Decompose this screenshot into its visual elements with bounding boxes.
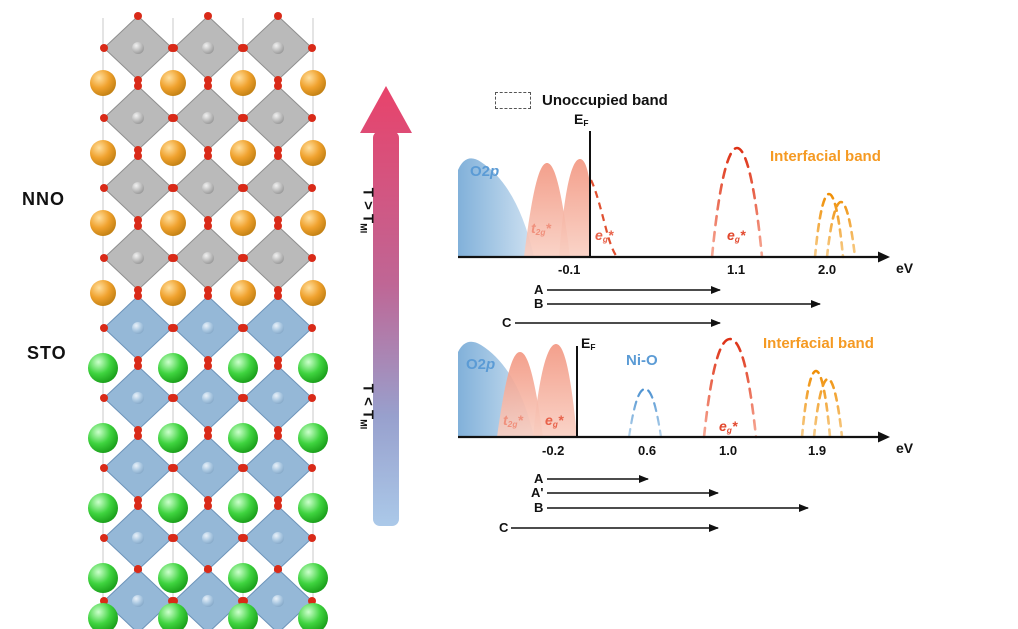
transition-b-label-low: B: [534, 500, 544, 515]
transition-c-label-low: C: [499, 520, 509, 535]
o2p-label-high: O2p: [470, 163, 500, 180]
eg-upper-label-low: eg*: [719, 418, 738, 436]
nno-layer-label: NNO: [22, 189, 65, 209]
eg-near-ef-label-high: eg*: [595, 227, 614, 245]
sto-layer-label: STO: [27, 343, 67, 363]
eg-occupied-band-shape: [559, 159, 590, 257]
energy-axis-arrowhead-icon: [878, 431, 890, 443]
eg-upper-label-high: eg*: [727, 227, 746, 245]
unoccupied-band-legend-label: Unoccupied band: [542, 92, 668, 109]
eg-upper-band-shape: [702, 337, 758, 439]
unoccupied-band-legend-swatch: [495, 92, 531, 109]
transition-arrows-low: [511, 475, 809, 532]
transition-a-prime-label-low: A': [531, 485, 544, 500]
temp-above-mit-label: T > TMI: [358, 187, 377, 234]
interfacial-band-label-low: Interfacial band: [763, 335, 874, 352]
axis-unit-low: eV: [896, 440, 914, 456]
fermi-label-low: EF: [581, 335, 596, 353]
ni-o-label: Ni-O: [626, 352, 658, 369]
interfacial-band-label-high: Interfacial band: [770, 148, 881, 165]
eg-occupied-band-shape: [533, 344, 577, 437]
eg-unoccupied-tail-shape: [590, 179, 618, 258]
band-diagram-high-t: [458, 131, 890, 327]
t2g-band-shape: [524, 163, 570, 257]
sto-octahedra: [99, 291, 317, 629]
temp-below-mit-label: T < TMI: [358, 383, 377, 430]
axis-tick-low-1: -0.2: [542, 443, 565, 458]
interfacial-band-arc-1: [813, 192, 845, 259]
axis-tick-low-2: 0.6: [638, 443, 657, 458]
axis-tick-low-4: 1.9: [808, 443, 827, 458]
ni-o-band-shape: [627, 387, 663, 439]
axis-tick-high-2: 1.1: [727, 262, 746, 277]
interfacial-band-arc-2: [825, 200, 857, 259]
nno-octahedra: [99, 11, 317, 295]
t2g-band-shape: [497, 352, 543, 437]
eg-occupied-label-low: eg*: [545, 412, 564, 430]
eg-upper-band-shape: [710, 146, 764, 259]
axis-tick-high-3: 2.0: [818, 262, 837, 277]
band-diagram-low-t: [458, 337, 890, 532]
transition-a-label-low: A: [534, 471, 544, 486]
temperature-arrow-icon: [360, 86, 412, 526]
transition-arrows-high: [515, 286, 821, 327]
fermi-label-high: EF: [574, 111, 589, 129]
t2g-label-low: t2g*: [503, 412, 523, 430]
interfacial-band-arc-1: [800, 369, 832, 439]
transition-a-label-high: A: [534, 282, 544, 297]
o2p-label-low: O2p: [466, 356, 496, 373]
interfacial-band-arc-2: [812, 377, 844, 439]
axis-tick-low-3: 1.0: [719, 443, 738, 458]
t2g-label-high: t2g*: [531, 220, 551, 238]
axis-unit-high: eV: [896, 260, 914, 276]
o2p-band-shape: [458, 158, 534, 257]
axis-tick-high-1: -0.1: [558, 262, 581, 277]
transition-b-label-high: B: [534, 296, 544, 311]
transition-c-label-high: C: [502, 315, 512, 330]
energy-axis-arrowhead-icon: [878, 251, 890, 263]
crystal-structure: [88, 11, 328, 629]
